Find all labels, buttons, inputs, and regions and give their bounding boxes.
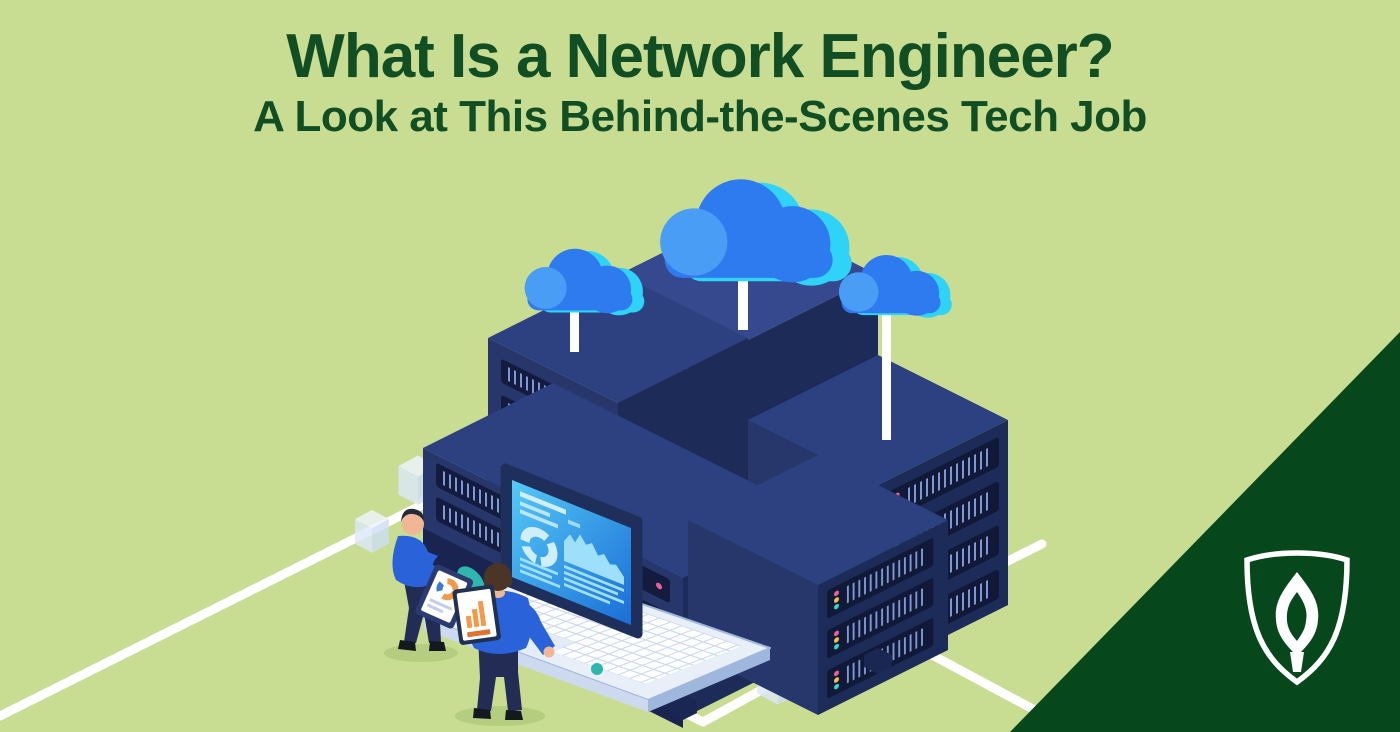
headline: What Is a Network Engineer? A Look at Th… xyxy=(0,24,1400,141)
shield-flame-logo xyxy=(1244,550,1350,686)
page-title: What Is a Network Engineer? xyxy=(286,22,1114,91)
tablet xyxy=(452,584,501,645)
node-cube xyxy=(355,509,389,553)
page-subtitle: A Look at This Behind-the-Scenes Tech Jo… xyxy=(253,92,1147,142)
engineer-with-clipboard xyxy=(384,508,474,662)
area-chart xyxy=(564,534,624,586)
pole xyxy=(570,300,579,352)
engineer-with-tablet xyxy=(452,563,555,726)
text-lines xyxy=(520,557,624,605)
brand-corner xyxy=(1010,332,1400,732)
pole xyxy=(738,248,748,330)
donut-chart xyxy=(520,526,558,567)
laptop-screen xyxy=(500,463,643,639)
dashboard xyxy=(520,491,624,605)
bar-chart xyxy=(465,600,487,629)
cable-port xyxy=(591,663,603,675)
pole xyxy=(882,298,891,440)
server-rack xyxy=(688,455,948,715)
cloud-poles xyxy=(570,248,891,440)
